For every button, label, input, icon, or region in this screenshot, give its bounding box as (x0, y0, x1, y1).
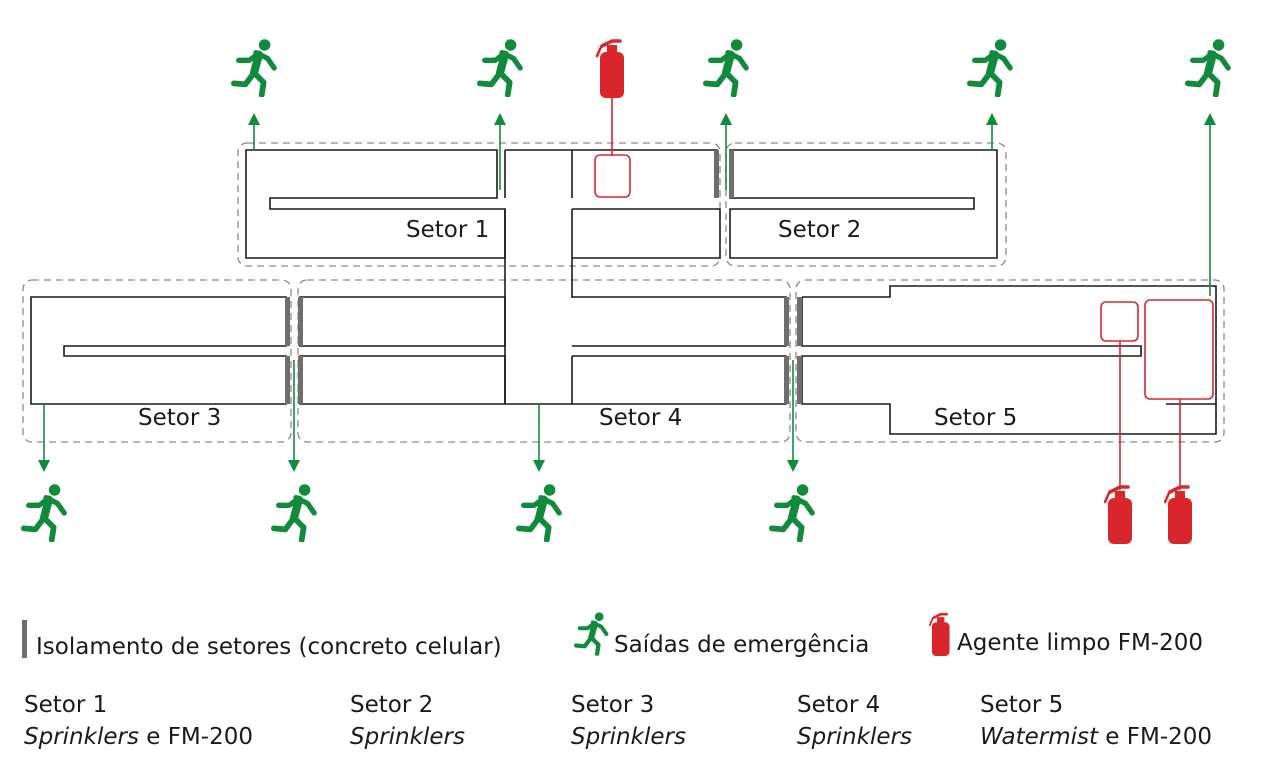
isolation-wall (285, 297, 290, 346)
sector-5-system: Setor 5 Watermist e FM-200 (980, 689, 1212, 753)
fire-extinguisher-icon (596, 39, 626, 98)
sector-2-boundary (725, 142, 1007, 267)
building-walls (30, 149, 1217, 435)
sector-3-system: Setor 3 Sprinklers (571, 689, 686, 753)
sector-1-boundary (237, 142, 721, 267)
exit-arrow (787, 360, 799, 472)
sector-4-boundary (297, 279, 791, 443)
legend-exits: Saídas de emergência (614, 632, 870, 658)
legend-agent: Agente limpo FM-200 (957, 630, 1203, 656)
sector-boundaries (22, 142, 1225, 443)
sector-label-5: Setor 5 (934, 405, 1018, 431)
running-person-icon (519, 484, 559, 540)
sector-1-protection: Sprinklers e FM-200 (24, 724, 253, 750)
sector-1-name: Setor 1 (24, 692, 108, 718)
isolation-wall (729, 150, 734, 198)
exit-arrow (38, 404, 50, 472)
fire-extinguisher-icon (929, 612, 951, 656)
exit-arrow (494, 113, 506, 190)
exit-arrow (1204, 113, 1216, 296)
sector-5-protection: Watermist e FM-200 (980, 724, 1213, 750)
isolation-wall (298, 297, 303, 346)
isolation-wall (298, 356, 303, 404)
sector-5-name: Setor 5 (980, 692, 1064, 718)
exit-routes (38, 113, 1216, 472)
running-person-icon (234, 39, 274, 95)
sector-label-1: Setor 1 (406, 217, 490, 243)
sector-label-2: Setor 2 (778, 217, 862, 243)
isolation-legend-swatch (22, 620, 27, 658)
sector-2-name: Setor 2 (350, 692, 434, 718)
sector-2-system: Setor 2 Sprinklers (350, 689, 465, 753)
isolation-wall (784, 356, 789, 404)
exit-arrow (986, 113, 998, 150)
agent-tank-sector-5b (1144, 299, 1214, 400)
isolation-wall (714, 150, 719, 198)
isolation-wall (285, 356, 290, 404)
exit-arrow (248, 113, 260, 150)
agent-tank-sector-5a (1100, 301, 1139, 342)
running-person-icon (24, 484, 64, 540)
legend-isolation: Isolamento de setores (concreto celular) (36, 634, 502, 660)
running-person-icon (574, 612, 610, 656)
sector-3-name: Setor 3 (571, 692, 655, 718)
sector-2-protection: Sprinklers (350, 724, 465, 750)
sector-3-protection: Sprinklers (571, 724, 686, 750)
sector-4-protection: Sprinklers (797, 724, 912, 750)
isolation-wall (784, 297, 789, 346)
running-person-icon (274, 484, 314, 540)
sector-5-boundary (795, 279, 1225, 443)
sector-1-system: Setor 1 Sprinklers e FM-200 (24, 689, 253, 753)
running-person-icon (772, 484, 812, 540)
running-person-icon (970, 39, 1010, 95)
agent-tank-sector-1 (594, 154, 631, 198)
sector-4-system: Setor 4 Sprinklers (797, 689, 912, 753)
exit-arrow (533, 404, 545, 472)
exit-icons (24, 39, 1228, 540)
agent-icons (596, 39, 1194, 544)
exit-arrow (720, 113, 732, 190)
running-person-icon (480, 39, 520, 95)
sector-label-3: Setor 3 (138, 405, 222, 431)
isolation-wall (797, 297, 802, 346)
sector-label-4: Setor 4 (599, 405, 683, 431)
fire-extinguisher-icon (1104, 485, 1134, 544)
sector-4-name: Setor 4 (797, 692, 881, 718)
sector-3-boundary (22, 279, 292, 443)
fire-extinguisher-icon (1164, 485, 1194, 544)
agent-system (594, 95, 1214, 490)
isolation-wall (797, 356, 802, 404)
isolation-walls (285, 150, 802, 404)
running-person-icon (1188, 39, 1228, 95)
exit-arrow (288, 360, 300, 472)
running-person-icon (706, 39, 746, 95)
